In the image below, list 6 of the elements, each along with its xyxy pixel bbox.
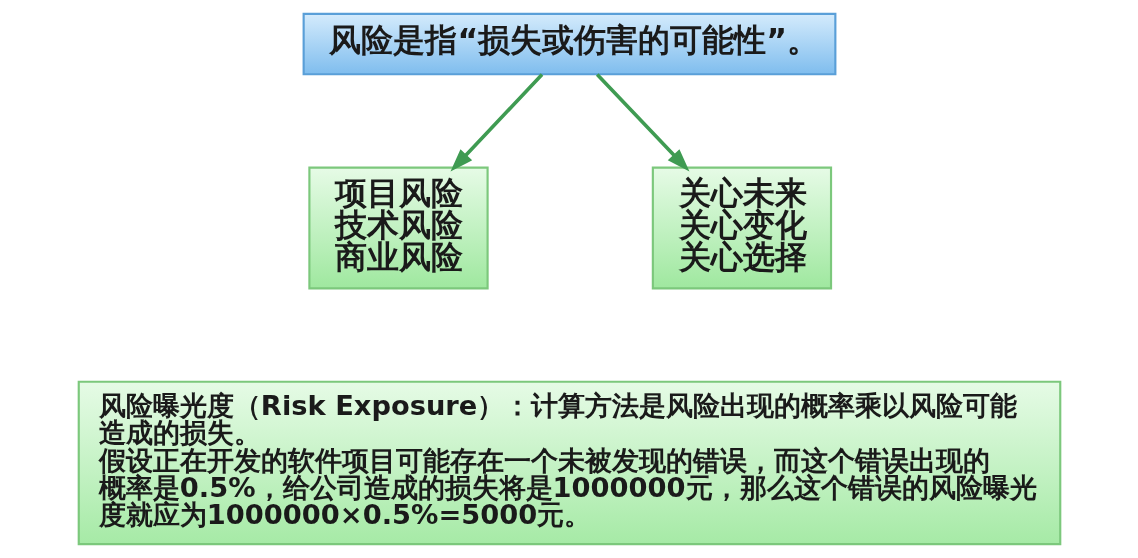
node-box: 风险是指“损失或伤害的可能性”。 xyxy=(302,12,836,76)
node-box: 风险曝光度（Risk Exposure）：计算方法是风险出现的概率乘以风险可能造成的损失。 假设正在开发的软件项目可能存在一个未被发现的错误，而这个错误出现的概率是0.5%，给公司造成的损失将是1000000元，那么这个错误的风险曝光度就应为1000000×0.5%=5000元。 xyxy=(77,380,1061,546)
node-box: 关心未来 关心变化 关心选择 xyxy=(651,166,832,290)
arrow xyxy=(450,73,543,172)
arrow xyxy=(595,73,689,172)
node-box: 项目风险 技术风险 商业风险 xyxy=(307,166,489,290)
